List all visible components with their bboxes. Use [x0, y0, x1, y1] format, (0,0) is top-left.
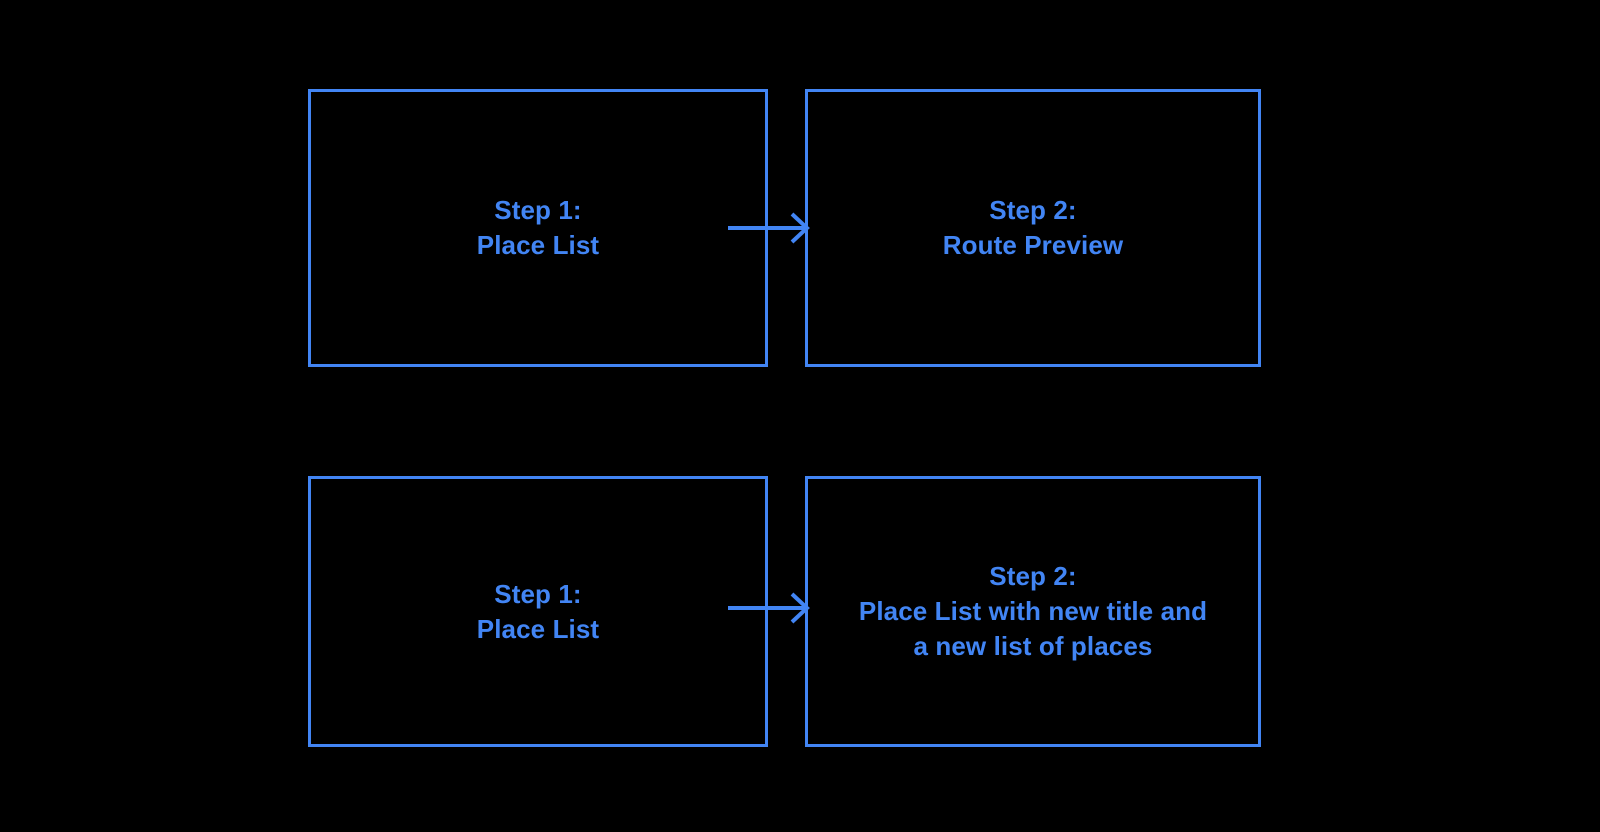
step-box-row0-step1[interactable]: Step 1: Place List: [308, 89, 768, 367]
flow-row-new-place-list: Step 1: Place List Step 2: Place List wi…: [0, 476, 1600, 747]
step-box-row0-step2[interactable]: Step 2: Route Preview: [805, 89, 1261, 367]
step-box-label: Step 1: Place List: [476, 195, 600, 260]
flow-row-route-preview: Step 1: Place List Step 2: Route Preview: [0, 89, 1600, 367]
step-box-label: Step 1: Place List: [476, 578, 600, 644]
step-box-label: Step 2: Route Preview: [942, 195, 1124, 260]
step-box-label: Step 2: Place List with new title and a …: [858, 561, 1208, 661]
step-box-row1-step2[interactable]: Step 2: Place List with new title and a …: [805, 476, 1261, 747]
step-box-row1-step1[interactable]: Step 1: Place List: [308, 476, 768, 747]
